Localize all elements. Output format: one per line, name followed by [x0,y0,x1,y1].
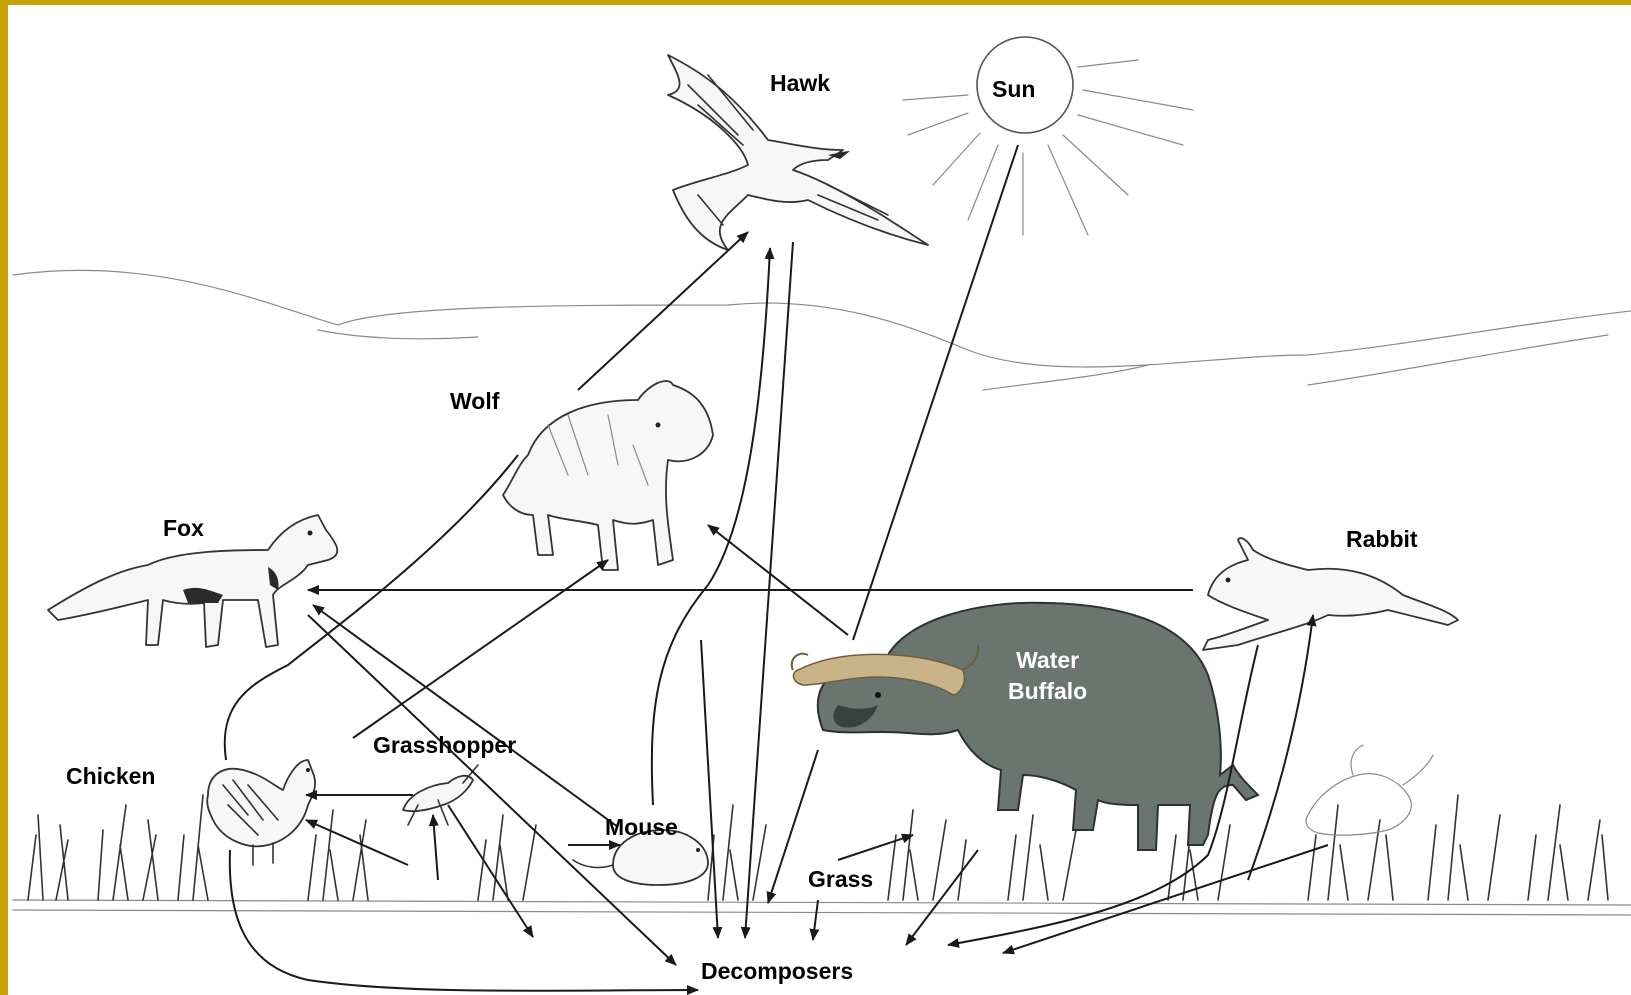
arrow-remains-to-decomposers [1003,845,1328,953]
arrow-mouse-to-fox [313,605,618,827]
arrow-grass-to-chicken [306,820,408,865]
label-hawk: Hawk [770,72,830,95]
sun-icon [903,37,1193,235]
label-water-buffalo-line1: Water [1008,645,1087,676]
arrow-wolf-to-hawk [578,232,748,390]
arrow-grass-to-decomposers [813,900,818,940]
rabbit-icon [1203,538,1458,650]
water-buffalo-icon [792,603,1258,850]
chicken-icon [207,760,315,865]
arrow-grass-to-rabbit [1248,615,1313,880]
label-rabbit: Rabbit [1346,528,1418,551]
grasshopper-icon [403,765,478,825]
label-fox: Fox [163,517,204,540]
label-grass: Grass [808,868,873,891]
arrow-fox-to-decomposers [308,615,676,965]
label-grasshopper: Grasshopper [373,734,516,757]
wolf-icon [503,381,713,570]
arrow-grass-to-buffalo [838,835,913,860]
arrow-mouse-area-to-decomposers [701,640,718,938]
arrow-grass-to-grasshopper [433,815,438,880]
label-water-buffalo: Water Buffalo [1008,645,1087,707]
label-mouse: Mouse [605,816,678,839]
arrow-grass-to-wolf [708,525,848,635]
label-sun: Sun [992,78,1035,101]
label-wolf: Wolf [450,390,499,413]
arrow-grasshopper-to-decomposers [448,805,533,937]
food-web-illustration [8,5,1631,995]
label-chicken: Chicken [66,765,155,788]
food-web-arrows [225,145,1328,991]
label-decomposers: Decomposers [701,960,853,983]
label-water-buffalo-line2: Buffalo [1008,676,1087,707]
skull-icon [1306,745,1433,835]
arrow-grasshopper-to-wolf [353,560,608,738]
